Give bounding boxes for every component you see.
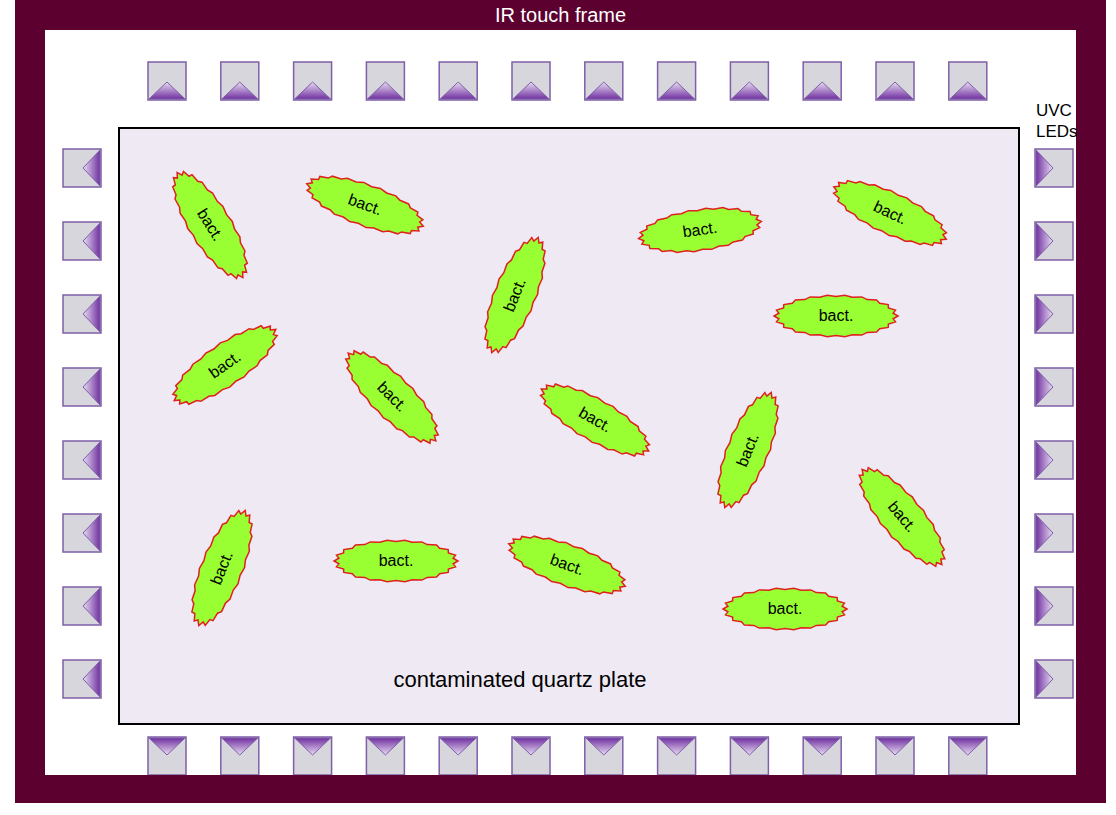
bacterium: bact. [846, 456, 958, 578]
uvc-led [876, 737, 914, 775]
uvc-led [658, 62, 696, 100]
bacterium: bact. [723, 588, 847, 630]
bacterium: bact. [333, 338, 450, 455]
uvc-led [730, 62, 768, 100]
uvc-led [63, 222, 101, 260]
uvc-led [63, 149, 101, 187]
bacterium: bact. [162, 312, 288, 418]
bacterium: bact. [825, 168, 955, 258]
bacterium: bact. [531, 371, 659, 469]
uvc-led [63, 441, 101, 479]
bacterium: bact. [159, 161, 260, 288]
uvc-led [63, 368, 101, 406]
uvc-led [585, 737, 623, 775]
uvc-led [294, 62, 332, 100]
uvc-led [512, 737, 550, 775]
bacterium: bact. [636, 201, 765, 260]
uvc-led [439, 62, 477, 100]
uvc-led [63, 660, 101, 698]
uvc-led [1035, 514, 1073, 552]
uvc-led [221, 737, 259, 775]
uvc-led [658, 737, 696, 775]
uvc-led [148, 737, 186, 775]
uvc-led [63, 514, 101, 552]
bacterium: bact. [502, 524, 633, 606]
uvc-led [63, 295, 101, 333]
node-text: bact. [379, 552, 414, 570]
uvc-led [1035, 222, 1073, 260]
uvc-led [949, 62, 987, 100]
uvc-led [294, 737, 332, 775]
uvc-led [439, 737, 477, 775]
bacterium: bact. [472, 230, 557, 361]
uvc-led [148, 62, 186, 100]
uvc-led [1035, 149, 1073, 187]
uvc-led [730, 737, 768, 775]
node-text: contaminated quartz plate [393, 667, 646, 693]
uvc-led [585, 62, 623, 100]
uvc-led [366, 737, 404, 775]
uvc-led [803, 737, 841, 775]
uvc-led [1035, 295, 1073, 333]
node-text: IR touch frame [45, 0, 1076, 30]
uvc-led [1035, 660, 1073, 698]
quartz-plate: contaminated quartz platebact.bact.bact.… [118, 127, 1020, 725]
ir-touch-frame: IR touch frame contaminated quartz plate b… [15, 0, 1106, 803]
uvc-led [876, 62, 914, 100]
uvc-led [949, 737, 987, 775]
bacterium: bact. [334, 540, 458, 582]
node-text: bact. [819, 307, 854, 325]
bacterium: bact. [179, 503, 264, 634]
uvc-led [63, 587, 101, 625]
bacterium: bact. [705, 385, 790, 516]
uvc-leds-label: UVC LEDs [1036, 100, 1078, 142]
uvc-led [512, 62, 550, 100]
uvc-led [1035, 368, 1073, 406]
uvc-led [1035, 587, 1073, 625]
bacterium: bact. [300, 164, 431, 246]
uvc-led [221, 62, 259, 100]
uvc-led [1035, 441, 1073, 479]
uvc-led [803, 62, 841, 100]
node-text: bact. [768, 600, 803, 618]
bacterium: bact. [774, 295, 898, 337]
uvc-led [366, 62, 404, 100]
